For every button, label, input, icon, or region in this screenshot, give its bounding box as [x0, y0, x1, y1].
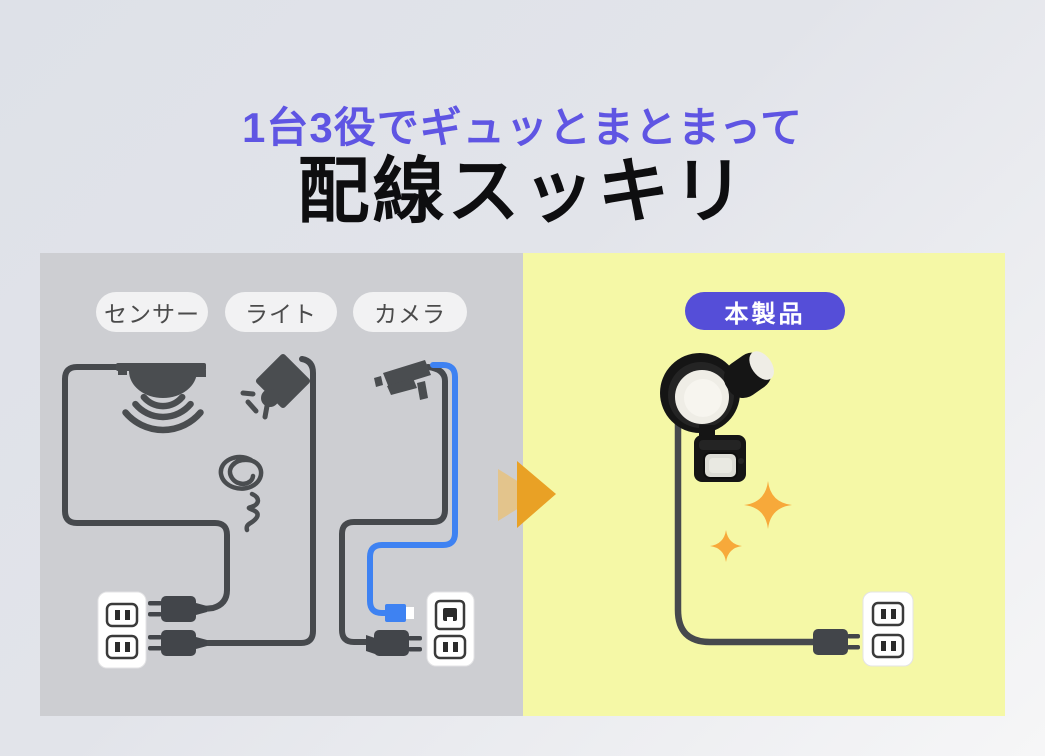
- headline-main: 配線スッキリ: [297, 152, 748, 233]
- after-panel: 本製品: [523, 253, 1005, 716]
- label-pill-sensor: センサー: [96, 292, 208, 332]
- tidy-wiring-illustration: [660, 351, 914, 667]
- power-plug-product: [813, 629, 860, 655]
- security-light-product: [660, 351, 774, 482]
- camera-label: カメラ: [374, 301, 446, 327]
- power-plug-sensor: [148, 596, 207, 622]
- comparison-panels: センサー ライト カメラ: [40, 253, 1005, 716]
- power-plug-camera: [366, 630, 422, 656]
- product-cable: [674, 414, 819, 646]
- light-icon: [240, 353, 311, 420]
- power-outlet-right: [862, 591, 914, 667]
- lan-outlet: [426, 591, 475, 667]
- sensor-label: センサー: [104, 301, 200, 327]
- sparkle-icon-large: [744, 481, 792, 529]
- light-label: ライト: [245, 301, 317, 327]
- camera-icon: [374, 360, 431, 400]
- camera-lan-wire: [367, 362, 458, 616]
- product-badge-label: 本製品: [724, 300, 806, 328]
- tangled-wire-scribble: [218, 454, 264, 533]
- before-panel: センサー ライト カメラ: [40, 253, 523, 716]
- label-pill-light: ライト: [225, 292, 337, 332]
- headline-block: 1台3役でギュッとまとまって 配線スッキリ: [0, 0, 1045, 228]
- label-pill-camera: カメラ: [353, 292, 467, 332]
- power-plug-light: [148, 630, 207, 656]
- headline-sub: 1台3役でギュッとまとまって: [242, 104, 803, 151]
- power-outlet-left: [97, 591, 147, 669]
- messy-wiring-illustration: [62, 353, 475, 669]
- lan-connector: [385, 604, 414, 622]
- transform-arrow-icon: [496, 459, 560, 530]
- product-badge: 本製品: [685, 292, 845, 330]
- light-wire: [201, 356, 316, 646]
- sensor-icon: [116, 363, 206, 434]
- camera-power-wire: [339, 364, 448, 645]
- sensor-wire: [62, 364, 230, 612]
- sparkle-icon-small: [710, 530, 742, 562]
